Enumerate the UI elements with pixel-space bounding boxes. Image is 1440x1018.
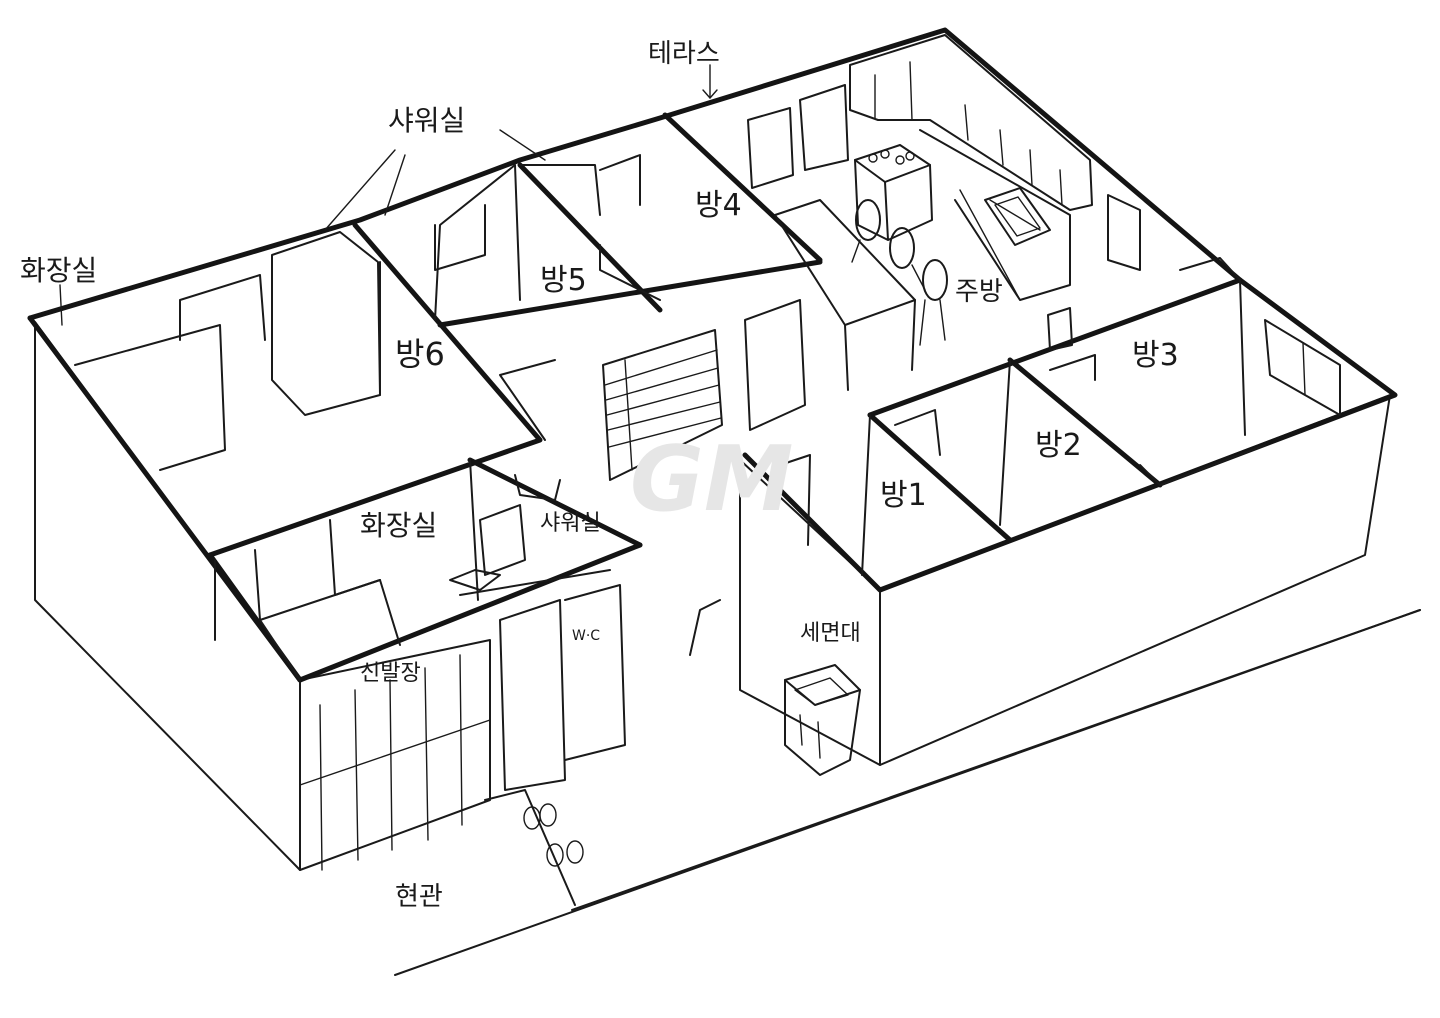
label-room6: 방6 xyxy=(395,335,445,373)
room6-wardrobe xyxy=(271,231,381,416)
kitchen-sink xyxy=(984,187,1051,246)
shower-wall-top xyxy=(467,457,643,548)
fridge-top xyxy=(1179,257,1241,281)
label-room1: 방1 xyxy=(880,478,927,513)
watermark: GM xyxy=(630,427,793,532)
room1-room2-wall-top xyxy=(867,412,1013,543)
kitchen-side-window xyxy=(1107,194,1141,271)
room2-partition xyxy=(999,359,1011,526)
wc-wall xyxy=(564,584,626,761)
left-outer-wall xyxy=(34,321,301,871)
kitchen-back-door xyxy=(747,107,794,189)
label-room4: 방4 xyxy=(695,188,742,223)
terrace-arrowhead xyxy=(702,89,718,99)
shower-partition xyxy=(469,459,479,601)
label-washstand: 세면대 xyxy=(800,621,861,646)
room6-wall-top xyxy=(207,222,543,558)
room2-room3-wall-top xyxy=(1007,357,1163,488)
room4-right-wall-top xyxy=(662,112,823,263)
room1-partition xyxy=(861,414,871,576)
room3-window-mullion xyxy=(1302,342,1306,396)
shoe-cabinet xyxy=(299,654,491,871)
label-shoe-cabinet: 신발장 xyxy=(360,661,421,686)
room1-door xyxy=(894,409,941,456)
room-row-front-top xyxy=(437,259,823,328)
room5-window xyxy=(434,204,486,271)
label-wc: W·C xyxy=(572,628,600,644)
room6-window xyxy=(179,274,266,341)
label-terrace: 테라스 xyxy=(648,39,720,69)
right-outer-wall xyxy=(879,394,1391,766)
label-toilet-mid: 화장실 xyxy=(360,509,437,542)
room3-back-corner xyxy=(1239,279,1246,436)
room5-walls xyxy=(379,164,521,396)
hall-wall xyxy=(499,359,556,441)
label-toilet-left: 화장실 xyxy=(20,254,97,287)
dining-table xyxy=(774,199,948,391)
room2-door xyxy=(1049,354,1096,381)
label-shower-mid: 샤워실 xyxy=(540,511,601,536)
ground-line-front xyxy=(571,609,1421,911)
room5-room4-wall-top xyxy=(517,162,663,313)
shower-door xyxy=(479,504,526,576)
label-kitchen: 주방 xyxy=(955,277,1003,307)
left-interior-partition xyxy=(74,324,226,471)
back-wall-top xyxy=(27,27,1243,321)
room4-floor xyxy=(599,244,661,301)
toilet-leader-line xyxy=(59,284,63,326)
kitchen-small-door xyxy=(1047,307,1073,351)
hall-floor-edge xyxy=(689,599,721,656)
room4-window xyxy=(519,154,641,216)
right-block-door xyxy=(779,454,811,546)
kitchen-back-window xyxy=(799,84,849,171)
front-left-wall xyxy=(299,639,491,871)
stove xyxy=(854,144,933,241)
washstand xyxy=(784,664,861,776)
label-room5: 방5 xyxy=(540,263,587,298)
kitchen-cabinets xyxy=(849,34,1093,301)
entrance-mat xyxy=(484,789,584,906)
label-room2: 방2 xyxy=(1035,428,1082,463)
hall-door xyxy=(744,299,806,431)
label-room3: 방3 xyxy=(1132,338,1179,373)
bookshelf xyxy=(602,329,723,481)
room3-floor xyxy=(1139,444,1266,486)
toilet-seat xyxy=(449,569,501,591)
right-block-top xyxy=(742,277,1398,593)
wc-door xyxy=(499,599,566,791)
sliding-door-rail xyxy=(459,569,611,596)
shower-leader-lines xyxy=(324,129,546,231)
label-shower-top: 샤워실 xyxy=(388,104,465,137)
label-entrance: 현관 xyxy=(395,882,443,912)
room3-window xyxy=(1264,319,1341,416)
shower-head xyxy=(514,474,561,501)
toilet-inner-wall xyxy=(329,519,381,596)
